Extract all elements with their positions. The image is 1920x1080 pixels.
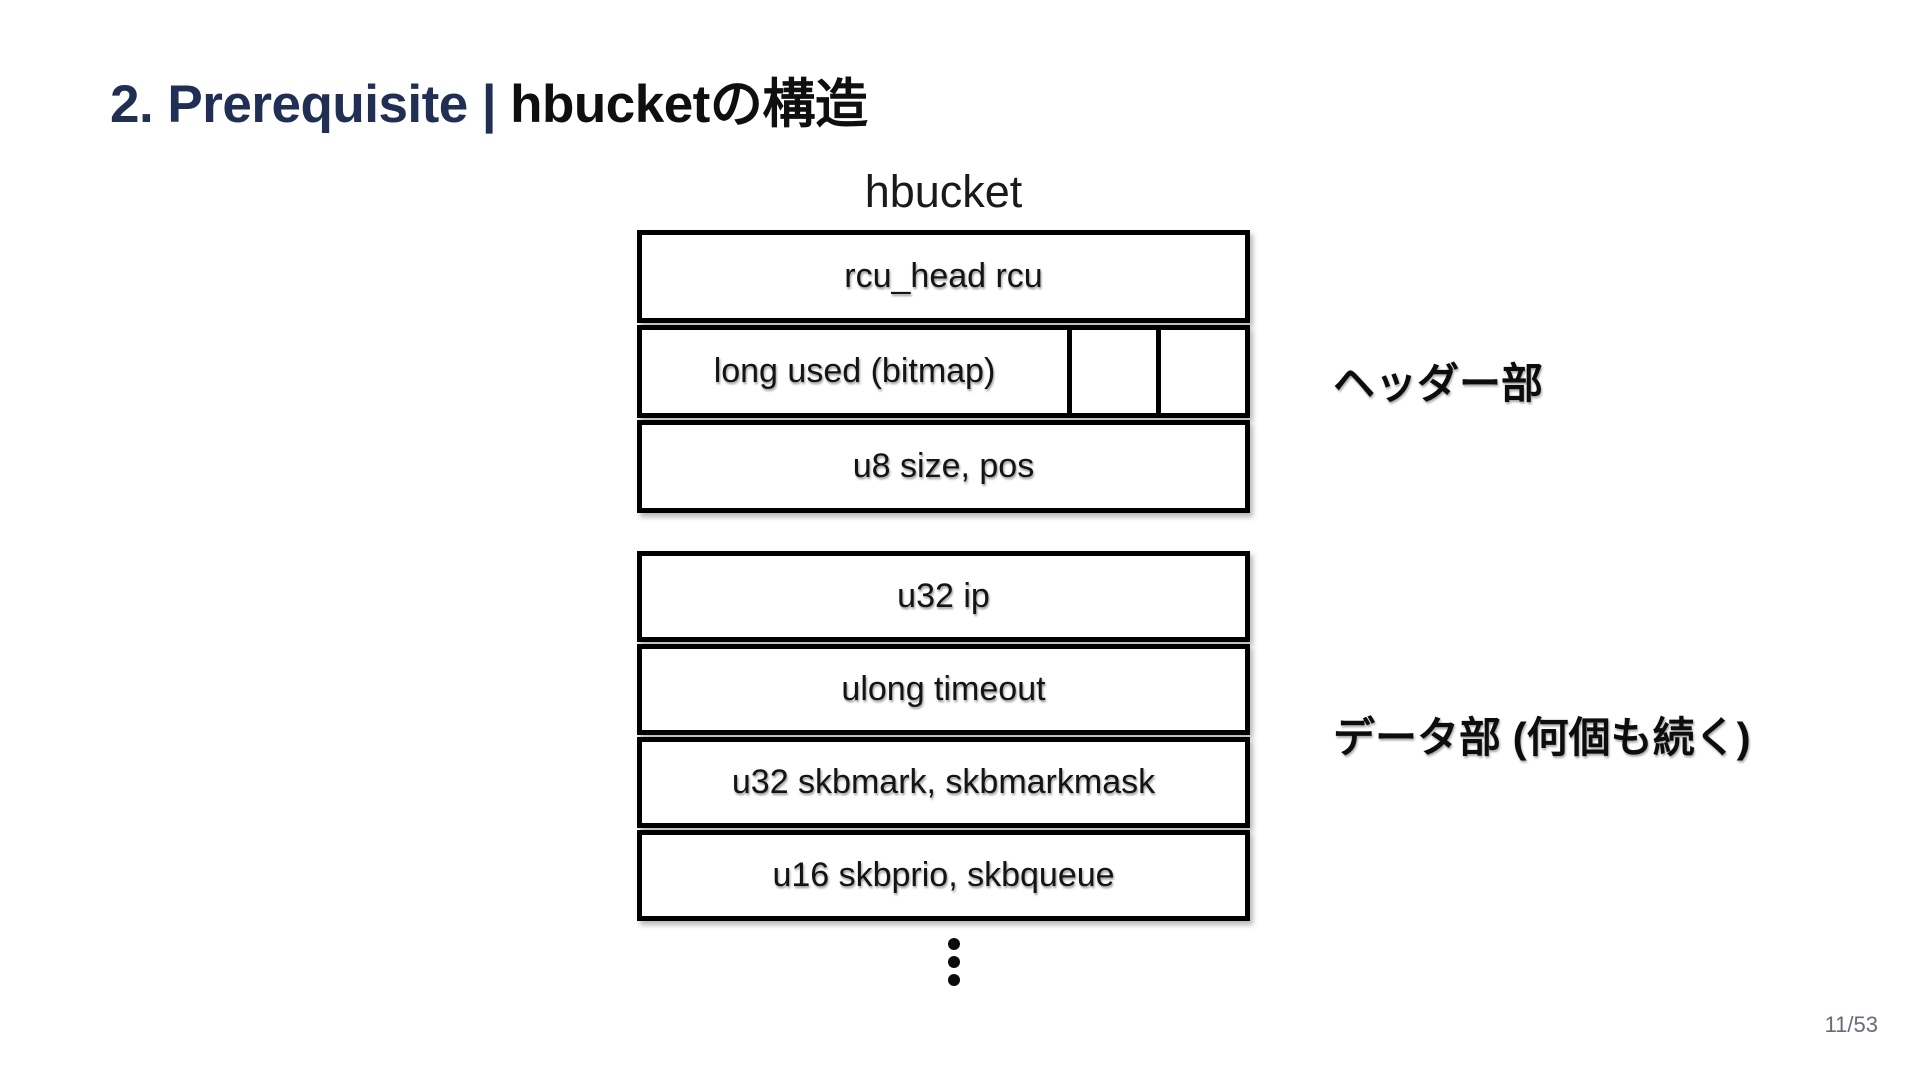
- struct-row-size-pos: u8 size, pos: [637, 420, 1250, 513]
- slide-title-separator: |: [481, 75, 497, 134]
- struct-row-ip-label: u32 ip: [897, 577, 990, 615]
- struct-row-ip: u32 ip: [637, 551, 1250, 642]
- header-section-label: ヘッダー部: [1333, 360, 1544, 407]
- struct-row-skbmark: u32 skbmark, skbmarkmask: [637, 737, 1250, 828]
- page-number: 11/53: [1824, 1012, 1878, 1037]
- data-section-label: データ部 (何個も続く): [1333, 714, 1751, 761]
- struct-header-group: rcu_head rcu long used (bitmap) u8 size,…: [637, 230, 1250, 513]
- struct-data-group: u32 ip ulong timeout u32 skbmark, skbmar…: [637, 551, 1250, 921]
- slide-title-topic: hbucketの構造: [510, 75, 868, 134]
- struct-row-skbmark-label: u32 skbmark, skbmarkmask: [731, 763, 1156, 801]
- ellipsis-dot: [948, 938, 960, 950]
- struct-row-size-pos-label: u8 size, pos: [852, 447, 1035, 485]
- ellipsis-dot: [948, 974, 960, 986]
- struct-row-used-bitmap-label: long used (bitmap): [713, 352, 996, 390]
- struct-row-timeout-label: ulong timeout: [841, 670, 1046, 708]
- bitmap-empty-cell-2: [1156, 330, 1245, 413]
- struct-row-skbprio-label: u16 skbprio, skbqueue: [772, 856, 1115, 894]
- continuation-ellipsis-icon: [948, 938, 960, 986]
- struct-row-rcu-head: rcu_head rcu: [637, 230, 1250, 323]
- struct-row-rcu-head-label: rcu_head rcu: [844, 257, 1043, 295]
- slide-title: 2. Prerequisite|hbucketの構造: [110, 62, 868, 138]
- struct-row-used-bitmap: long used (bitmap): [637, 325, 1250, 418]
- struct-row-skbprio: u16 skbprio, skbqueue: [637, 830, 1250, 921]
- ellipsis-dot: [948, 956, 960, 968]
- slide-title-section: 2. Prerequisite: [110, 75, 468, 134]
- struct-name-label: hbucket: [864, 166, 1023, 217]
- bitmap-empty-cell-1: [1067, 330, 1156, 413]
- struct-row-timeout: ulong timeout: [637, 644, 1250, 735]
